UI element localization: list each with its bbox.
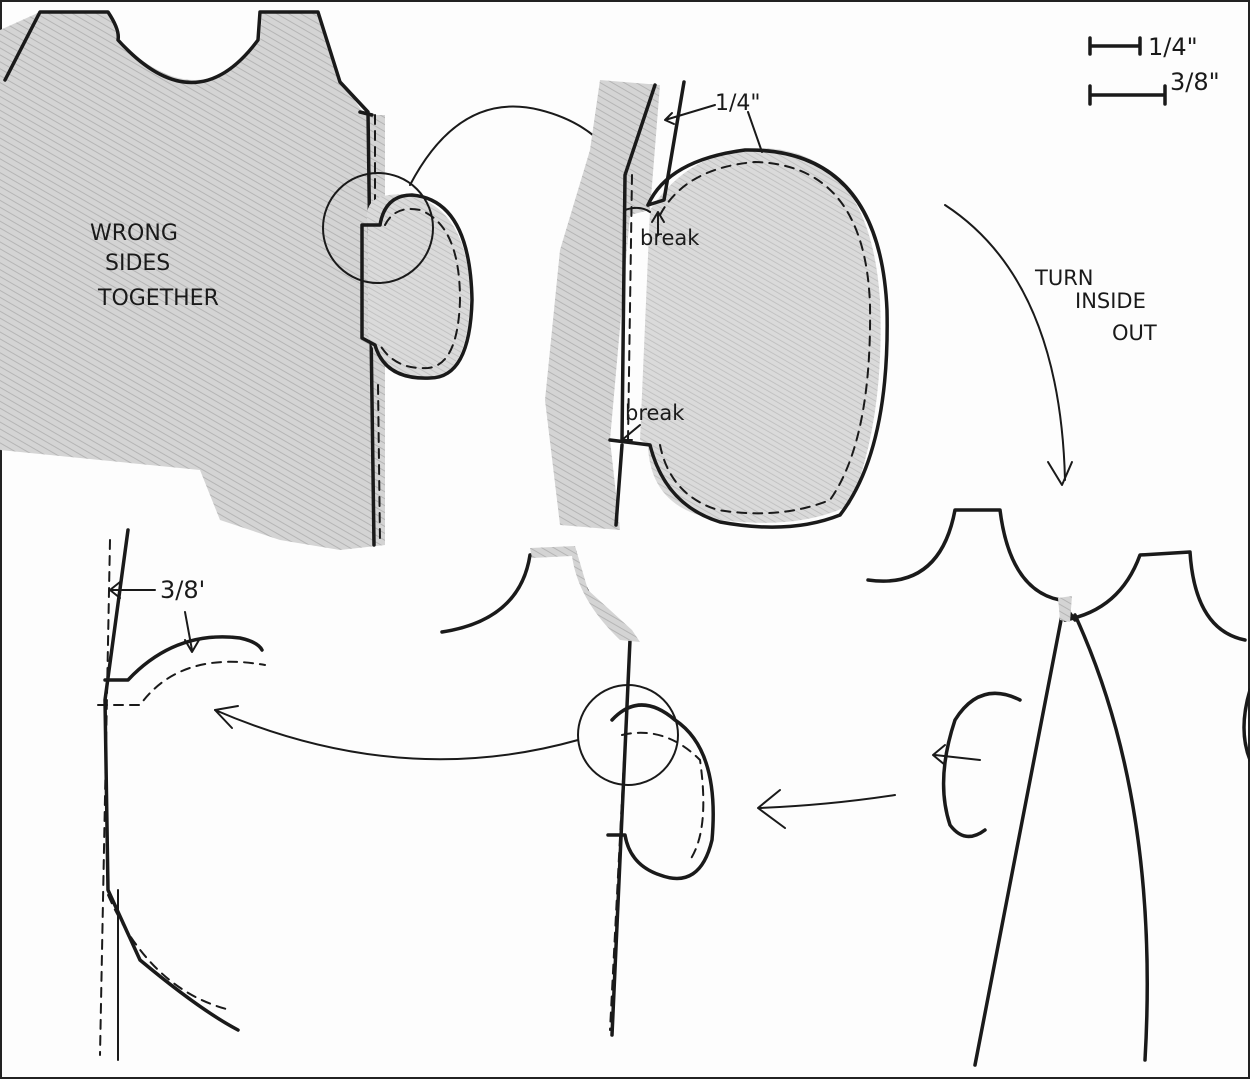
arrow-turn-head [1048, 462, 1072, 485]
label-inside: INSIDE [1075, 289, 1146, 313]
label-three-eighths: 3/8' [160, 576, 205, 604]
three-eighths-pointer-2 [185, 612, 199, 652]
turned-pocket [944, 693, 1020, 836]
label-sides: SIDES [105, 251, 170, 276]
scale-label-quarter: 1/4" [1148, 33, 1198, 61]
label-together: TOGETHER [97, 286, 219, 311]
label-quarter-inch: 1/4" [715, 91, 761, 116]
closeup-outline [105, 530, 238, 1030]
quarter-inch-pointer [665, 105, 715, 124]
label-out: OUT [1112, 321, 1157, 345]
three-eighths-pointer [110, 582, 155, 598]
label-break-bottom: break [625, 401, 685, 425]
closeup-pocket-stitch [98, 662, 265, 705]
arrow-to-finished-head [758, 790, 785, 828]
panel-pocket-detail: 1/4" break break [545, 80, 887, 530]
turned-back-edge [1075, 615, 1147, 1060]
closeup-hem-stitch [108, 895, 230, 1010]
arrow-to-closeup [215, 710, 578, 759]
label-turn: TURN [1034, 266, 1094, 290]
label-wrong: WRONG [90, 221, 178, 246]
panel-wrong-sides-together: WRONG SIDES TOGETHER [0, 12, 472, 550]
closeup-seam-left [100, 540, 110, 1055]
turned-back-neck [1065, 552, 1245, 640]
scale-label-three-eighths: 3/8" [1170, 68, 1220, 96]
arrow-to-finished [760, 795, 895, 808]
break-bottom-arrow [622, 425, 640, 440]
panel-finished-garment [215, 546, 713, 1035]
scale-bar-quarter [1090, 38, 1140, 54]
label-break-top: break [640, 226, 700, 250]
arrow-to-closeup-head [215, 706, 238, 728]
scale-legend: 1/4" 3/8" [1090, 33, 1220, 104]
quarter-inch-pointer-2 [748, 112, 762, 152]
turn-inside-out-step: TURN INSIDE OUT [945, 205, 1157, 485]
scale-bar-three-eighths [1090, 86, 1165, 104]
garment-shading [0, 12, 385, 550]
arrow-turn [945, 205, 1065, 480]
turned-side-edge [975, 615, 1062, 1065]
panel-turned-garment [868, 510, 1250, 1065]
turned-shoulder-shade [1058, 596, 1072, 622]
closeup-pocket-edge [105, 637, 262, 680]
detail-side-shading [545, 80, 660, 530]
finished-pocket-stitch [622, 733, 703, 860]
finished-outline [442, 552, 630, 1035]
turned-front-neck [868, 510, 1075, 620]
detail-side-lower [616, 445, 622, 525]
panel-closeup: 3/8' [98, 530, 265, 1060]
turned-pocket-arrow [933, 745, 980, 765]
finished-shoulder-shade [530, 546, 640, 642]
detail-pocket-shading [640, 148, 881, 523]
